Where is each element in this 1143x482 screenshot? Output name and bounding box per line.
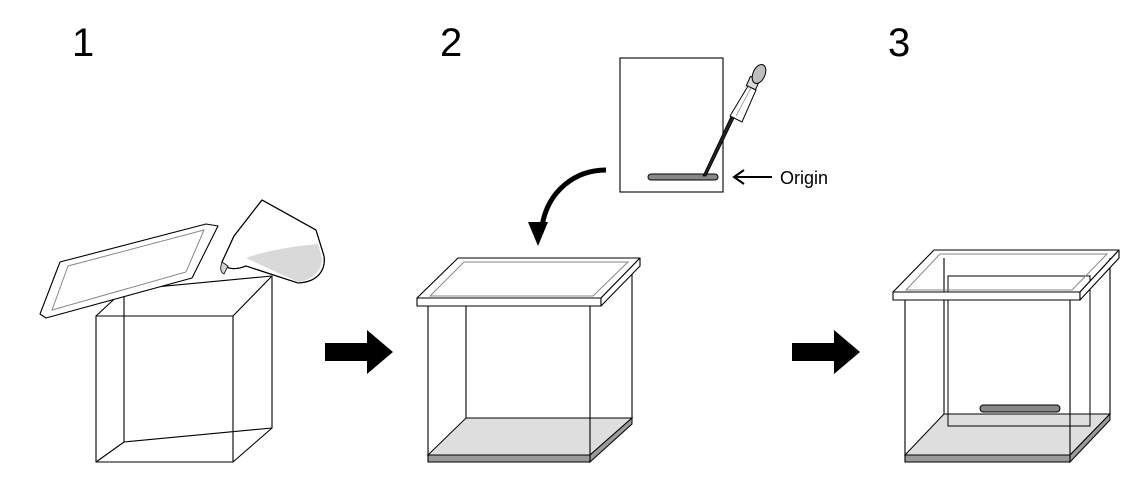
sample-band	[979, 404, 1061, 413]
pipette-icon	[702, 64, 767, 177]
origin-line	[647, 173, 719, 181]
process-arrow-1-to-2	[325, 330, 393, 374]
process-arrow-2-to-3	[792, 330, 860, 374]
step-1-number: 1	[72, 21, 94, 65]
chamber-lid-tilted	[39, 223, 219, 319]
tlc-plate-in-chamber	[947, 275, 1091, 427]
chamber-front-face	[95, 315, 234, 463]
step-2-chamber-with-solvent	[416, 257, 641, 464]
origin-label: Origin	[780, 168, 828, 188]
chamber-lid	[892, 249, 1120, 301]
step-3-number: 3	[888, 21, 910, 65]
step-1-open-chamber	[39, 199, 325, 463]
origin-pointer: Origin	[732, 168, 828, 188]
curved-arrow-into-chamber	[528, 167, 607, 246]
solvent-beaker	[220, 199, 325, 284]
step-3-chamber-with-plate	[892, 249, 1120, 464]
tlc-plate-spotting-inset	[619, 57, 767, 193]
chamber-lid	[416, 257, 641, 307]
step-2-number: 2	[440, 21, 462, 65]
chamber-back-face	[123, 275, 273, 443]
